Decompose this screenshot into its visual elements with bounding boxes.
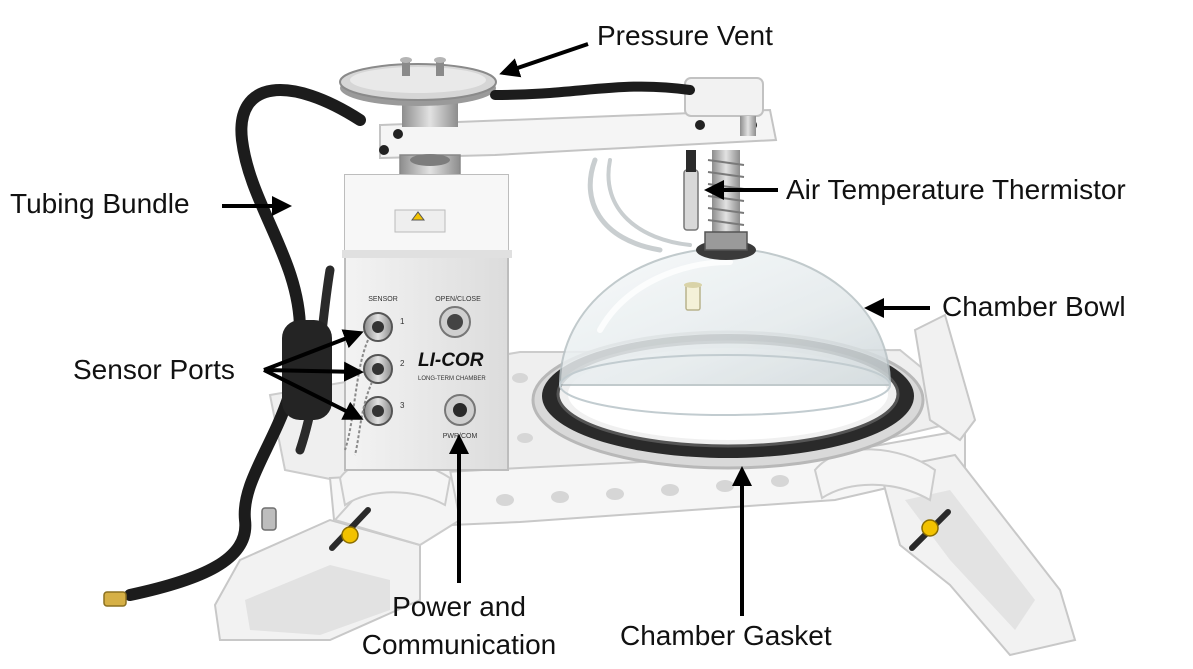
tubing-bundle-label: Tubing Bundle <box>10 188 190 219</box>
port-3-text: 3 <box>400 401 405 410</box>
chamber-bowl-label: Chamber Bowl <box>942 291 1126 322</box>
chamber-gasket-label: Chamber Gasket <box>620 620 832 651</box>
port-2-text: 2 <box>400 359 405 368</box>
left-clamp-knob <box>329 507 371 551</box>
power-label-line1: Power and <box>392 591 526 622</box>
port-1-text: 1 <box>400 317 405 326</box>
sensor-port-connectors <box>344 312 393 456</box>
sensor-heading-text: SENSOR <box>368 296 398 303</box>
pressure-vent-disc <box>339 57 497 127</box>
power-label-line2: Communication <box>361 629 557 660</box>
pressure-vent-arrow <box>499 42 589 78</box>
sensor-ports-label: Sensor Ports <box>73 354 235 385</box>
model-text: LONG-TERM CHAMBER <box>418 376 486 382</box>
right-clamp-knob <box>909 509 951 551</box>
sensor-ports-arrow-1 <box>263 329 364 372</box>
chamber-dome <box>558 246 892 416</box>
air-temperature-thermistor-label: Air Temperature Thermistor <box>786 174 1126 205</box>
electronics-box <box>282 174 512 471</box>
sensor-ports-arrow-2 <box>263 361 364 382</box>
brand-logo-text: LI-COR <box>418 350 484 371</box>
power-communication-label: Power and Communication <box>330 588 588 664</box>
pressure-vent-label: Pressure Vent <box>597 20 773 51</box>
callout-arrows <box>222 42 930 616</box>
open-close-text: OPEN/CLOSE <box>435 296 481 303</box>
sensor-ports-arrow-3 <box>263 368 364 420</box>
